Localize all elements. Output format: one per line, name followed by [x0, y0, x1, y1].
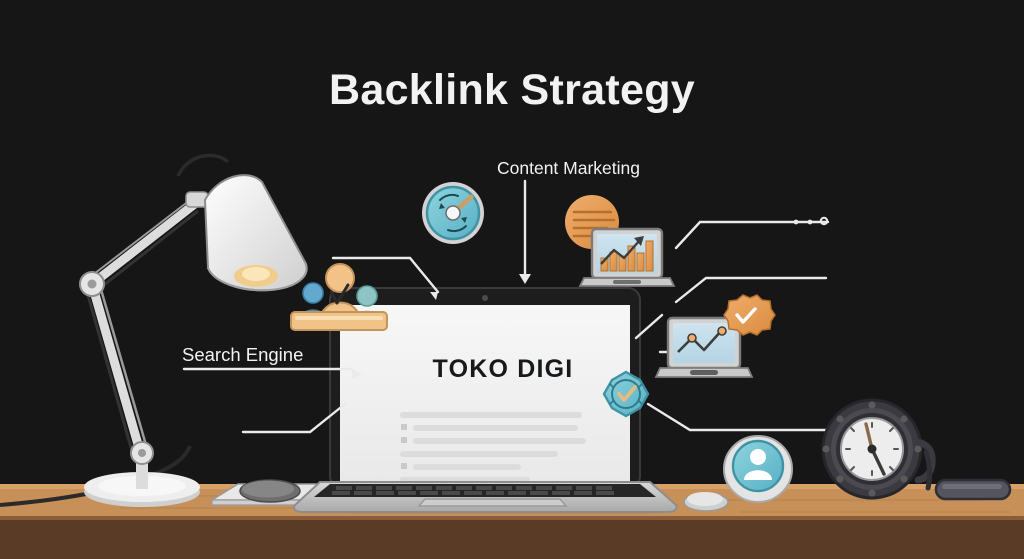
- bar-chart-laptop-icon: [578, 227, 676, 287]
- team-people-icon: [290, 263, 388, 331]
- line-chart-laptop-icon: [654, 294, 776, 378]
- gauge-icon: [422, 182, 484, 244]
- label-content-marketing: Content Marketing: [497, 158, 640, 178]
- connector-line-endcaps: [793, 216, 829, 226]
- user-avatar-icon: [723, 435, 793, 503]
- laptop-screen-heading: TOKO DIGI: [432, 355, 574, 383]
- verified-badge-icon: [602, 370, 650, 418]
- desk-lamp: [0, 153, 308, 507]
- label-search-engine: Search Engine: [182, 344, 304, 365]
- small-puck: [683, 492, 729, 512]
- desk-clock-icon: [821, 398, 936, 500]
- main-laptop: [292, 287, 678, 513]
- verified-seal-small: [723, 294, 776, 336]
- headphones: [923, 449, 1012, 501]
- screen-content-lines: [400, 412, 586, 482]
- page-title: Backlink Strategy: [329, 66, 695, 114]
